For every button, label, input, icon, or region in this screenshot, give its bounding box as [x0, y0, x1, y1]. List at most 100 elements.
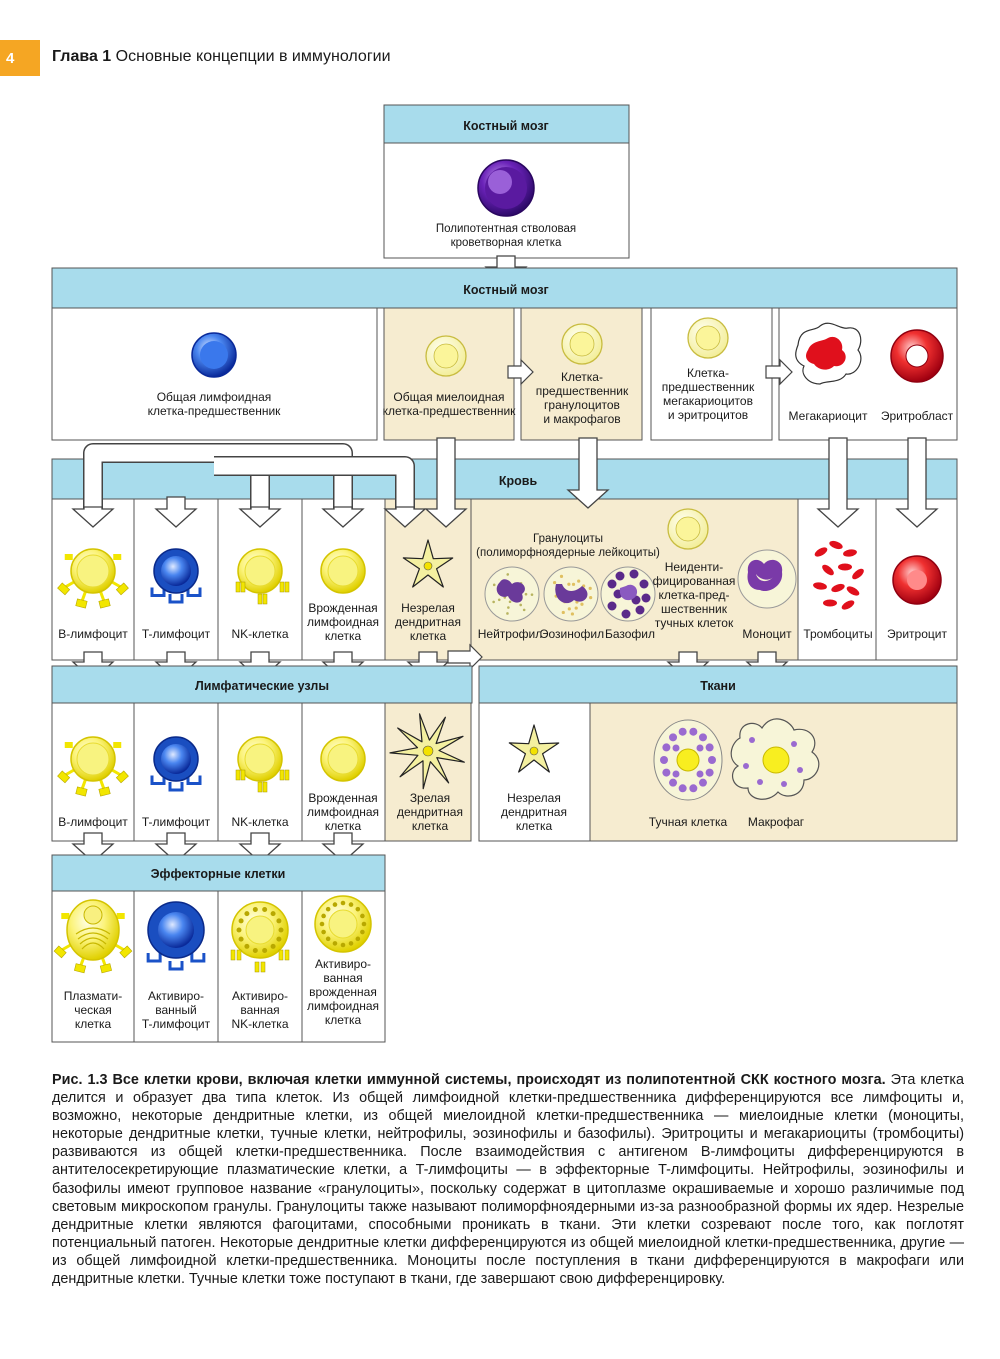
blood-t-cell-receptors-tcr: [186, 587, 202, 597]
blood-nk-cell-kir: [279, 581, 285, 593]
eosinophil-granule: [574, 606, 578, 610]
mast-granule: [696, 744, 704, 752]
platelet: [841, 600, 855, 610]
page-number: 4: [0, 40, 40, 76]
activated-nk-granule: [276, 918, 282, 924]
basophil-granule: [607, 601, 617, 611]
blood-nk-cell-kir: [257, 593, 263, 605]
blood-nk-cell-kir: [235, 581, 241, 593]
plasma-cell-receptors-arm: [74, 963, 87, 974]
platelet: [822, 564, 834, 576]
neutrophil-granule: [530, 593, 534, 596]
blood-col-4: [384, 498, 472, 661]
plasma-cell-receptors-arm: [119, 945, 133, 959]
blood-b-cell-nucleus: [76, 554, 110, 588]
activated-t-receptors-tcr: [146, 953, 162, 963]
blood-band: [51, 458, 958, 500]
lymph-node-label: Лимфатические узлы: [195, 679, 329, 693]
plasma-cell-receptors-arm: [53, 945, 67, 959]
basophil-nucleus: [619, 584, 638, 601]
arrow-lym-b-fill: [84, 444, 214, 509]
blood-b-cell-receptors-arm: [75, 598, 88, 609]
caption-label: Рис. 1.3: [52, 1072, 108, 1088]
mast-granule: [708, 756, 716, 764]
mast-granule: [698, 778, 707, 787]
activated-nk-receptor: [254, 961, 260, 973]
arrow-mkery-to-mk: [765, 358, 793, 386]
blood-nk-label: NK-клетка: [231, 627, 288, 641]
arrow-to-effector-2: [238, 832, 282, 863]
activated-nk-receptor: [260, 961, 266, 973]
tissue-label: Ткани: [700, 679, 736, 693]
macrophage-granule: [749, 737, 755, 743]
effector-label: Эффекторные клетки: [151, 867, 286, 881]
activated-nk-granule: [262, 947, 268, 953]
activated-nk-receptor: [230, 949, 236, 961]
eosinophil-label: Эозинофил: [540, 627, 604, 641]
mast-precursor-nucleus: [675, 516, 701, 542]
activated-ilc-granule: [325, 906, 331, 912]
erythrocyte-label: Эритроцит: [887, 627, 947, 641]
ln-t-cell-receptors-tcr: [186, 775, 202, 785]
activated-nk-receptor: [278, 949, 284, 961]
ln-ilc-cell-nucleus: [327, 743, 359, 775]
macrophage-granule: [757, 779, 763, 785]
basophil-granule: [607, 579, 617, 589]
activated-ilc-granule: [340, 942, 346, 948]
blood-ilc-cell-nucleus: [327, 555, 359, 587]
chapter-label: Глава 1: [52, 48, 112, 65]
blood-nk-cell-receptors: [235, 581, 290, 605]
ln-mature-dc-cell-nucleus: [422, 745, 434, 757]
granulocytes-title: Гранулоциты(полиморфноядерные лейкоциты): [476, 533, 660, 559]
caption-body: Эта клетка делится и образует два типа к…: [52, 1072, 965, 1288]
mast-granule: [678, 727, 687, 736]
myeloid-progenitor-nucleus: [433, 343, 459, 369]
activated-ilc-granule: [360, 913, 365, 919]
activated-nk-granule: [270, 911, 276, 917]
chapter-title: Основные концепции в иммунологии: [115, 48, 391, 65]
blood-nk-cell-kir: [262, 593, 268, 605]
mast-granule: [678, 784, 687, 793]
activated-nk-granule: [238, 918, 244, 924]
activated-t-nucleus: [158, 912, 194, 948]
mast-granule: [672, 770, 680, 778]
basophil-label: Базофил: [605, 627, 655, 641]
ln-t-label: T-лимфоцит: [142, 815, 211, 829]
mast-granule: [698, 733, 707, 742]
plasma-cell-er: [75, 927, 111, 935]
platelet: [831, 583, 845, 593]
mast-granule: [672, 744, 680, 752]
blood-t-cell-nucleus: [161, 556, 191, 586]
activated-ilc-granule: [332, 902, 338, 907]
arrow-to-effector-3: [321, 832, 365, 863]
arrow-lym-b: [71, 506, 115, 528]
mast-granule: [689, 784, 698, 793]
activated-nk-granule: [252, 907, 258, 913]
erythrocyte-center: [907, 570, 927, 590]
mk-ery-progenitor-nucleus: [695, 325, 721, 351]
caption-title: Все клетки крови, включая клетки иммунно…: [112, 1072, 886, 1088]
activated-ilc-granule: [325, 936, 331, 942]
arrow-mk-platelets: [816, 437, 860, 528]
platelet: [813, 582, 827, 590]
eosinophil-granule: [552, 580, 557, 585]
ln-nk-cell-kir: [284, 769, 290, 781]
bone-marrow-label: Костный мозг: [463, 283, 549, 297]
plasma-cell-er: [81, 942, 105, 950]
monocyte-label: Моноцит: [742, 627, 792, 641]
mast-granule: [669, 778, 678, 787]
ln-t-cell-receptors-tcr: [168, 782, 184, 792]
arrow-granmac-down: [566, 437, 610, 509]
blood-nk-cell-kir: [284, 581, 290, 593]
eosinophil-nucleus: [555, 584, 588, 604]
neutrophil-nucleus: [496, 579, 525, 603]
figure-caption: Рис. 1.3 Все клетки крови, включая клетк…: [52, 1071, 964, 1288]
activated-nk-granule: [252, 947, 258, 953]
